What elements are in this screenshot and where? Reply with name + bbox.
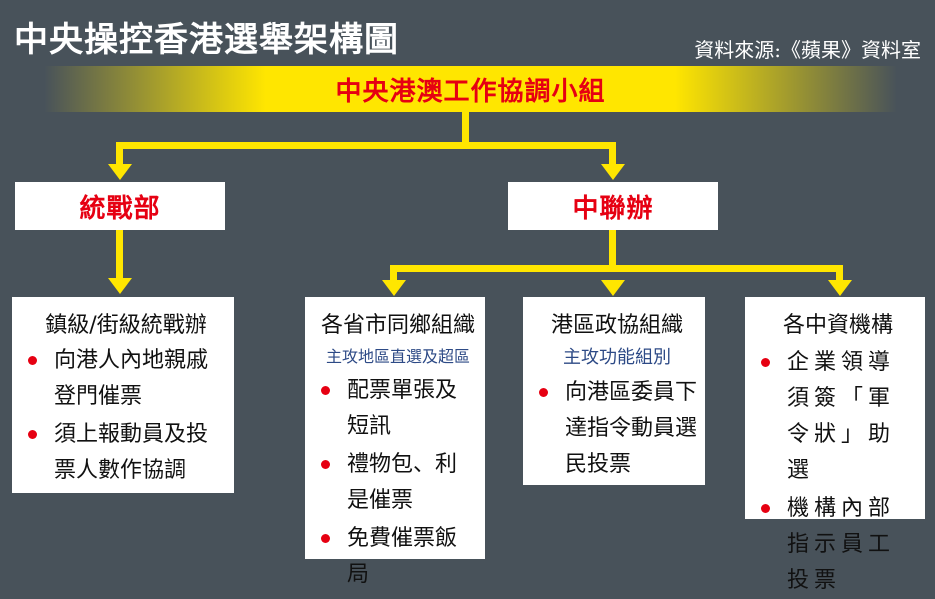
card-subtitle: 主攻地區直選及超區 [325, 347, 470, 366]
bullet-icon [321, 460, 330, 469]
connector-left-stem [116, 230, 123, 280]
branch-label: 統戰部 [79, 193, 161, 224]
card-list: 向港人內地親戚登門催票 須上報動員及投票人數作協調 [26, 343, 226, 489]
connector-top-horizontal [116, 142, 616, 149]
card-cppcc-groups: 港區政協組織 主攻功能組別 向港區委員下達指令動員選民投票 [523, 297, 705, 485]
list-item: 向港人內地親戚登門催票 [26, 343, 226, 415]
bullet-icon [761, 358, 770, 367]
branch-label: 中聯辦 [572, 193, 654, 224]
card-title: 各中資機構 [782, 313, 893, 338]
connector-top-stem [462, 112, 469, 146]
connector-right-drop [609, 142, 616, 166]
card-title: 各省市同鄉組織 [320, 313, 475, 338]
list-item: 禮物包、利是催票 [319, 447, 477, 519]
arrow-down-icon [108, 164, 132, 180]
card-list: 向港區委員下達指令動員選民投票 [537, 375, 697, 483]
card-list: 企業領導須簽「軍令狀」助選 機構內部指示員工投票 [759, 345, 917, 599]
top-node: 中央港澳工作協調小組 [44, 66, 897, 112]
arrow-down-icon [828, 280, 852, 296]
branch-liaison-office: 中聯辦 [508, 182, 718, 230]
source-credit: 資料來源:《蘋果》資料室 [694, 38, 921, 62]
card-hometown-associations: 各省市同鄉組織 主攻地區直選及超區 配票單張及短訊 禮物包、利是催票 免費催票飯… [305, 297, 485, 587]
card-title: 港區政協組織 [550, 313, 683, 338]
connector-left-drop [116, 142, 123, 166]
top-node-label: 中央港澳工作協調小組 [335, 76, 606, 107]
bullet-icon [28, 430, 37, 439]
card-title: 鎮級/街級統戰辦 [45, 313, 207, 338]
arrow-down-icon [601, 164, 625, 180]
arrow-down-icon [108, 278, 132, 294]
bullet-icon [28, 356, 37, 365]
arrow-down-icon [601, 280, 625, 296]
list-item: 向港區委員下達指令動員選民投票 [537, 375, 697, 483]
connector-drop-3 [836, 265, 843, 283]
bullet-icon [321, 386, 330, 395]
arrow-down-icon [382, 280, 406, 296]
list-item: 機構內部指示員工投票 [759, 491, 917, 599]
list-item: 須上報動員及投票人數作協調 [26, 417, 226, 489]
bullet-icon [321, 534, 330, 543]
card-street-united-front: 鎮級/街級統戰辦 向港人內地親戚登門催票 須上報動員及投票人數作協調 [12, 297, 234, 493]
branch-united-front: 統戰部 [15, 182, 225, 230]
page-title: 中央操控香港選舉架構圖 [14, 20, 399, 60]
card-list: 配票單張及短訊 禮物包、利是催票 免費催票飯局 [319, 373, 477, 593]
card-chinese-enterprises: 各中資機構 企業領導須簽「軍令狀」助選 機構內部指示員工投票 [745, 297, 925, 593]
card-subtitle: 主攻功能組別 [563, 347, 671, 368]
list-item: 免費催票飯局 [319, 521, 477, 593]
bullet-icon [761, 504, 770, 513]
connector-right-horizontal [390, 265, 843, 272]
list-item: 企業領導須簽「軍令狀」助選 [759, 345, 917, 489]
connector-right-stem [609, 230, 616, 268]
bullet-icon [539, 388, 548, 397]
connector-drop-1 [390, 265, 397, 283]
list-item: 配票單張及短訊 [319, 373, 477, 445]
